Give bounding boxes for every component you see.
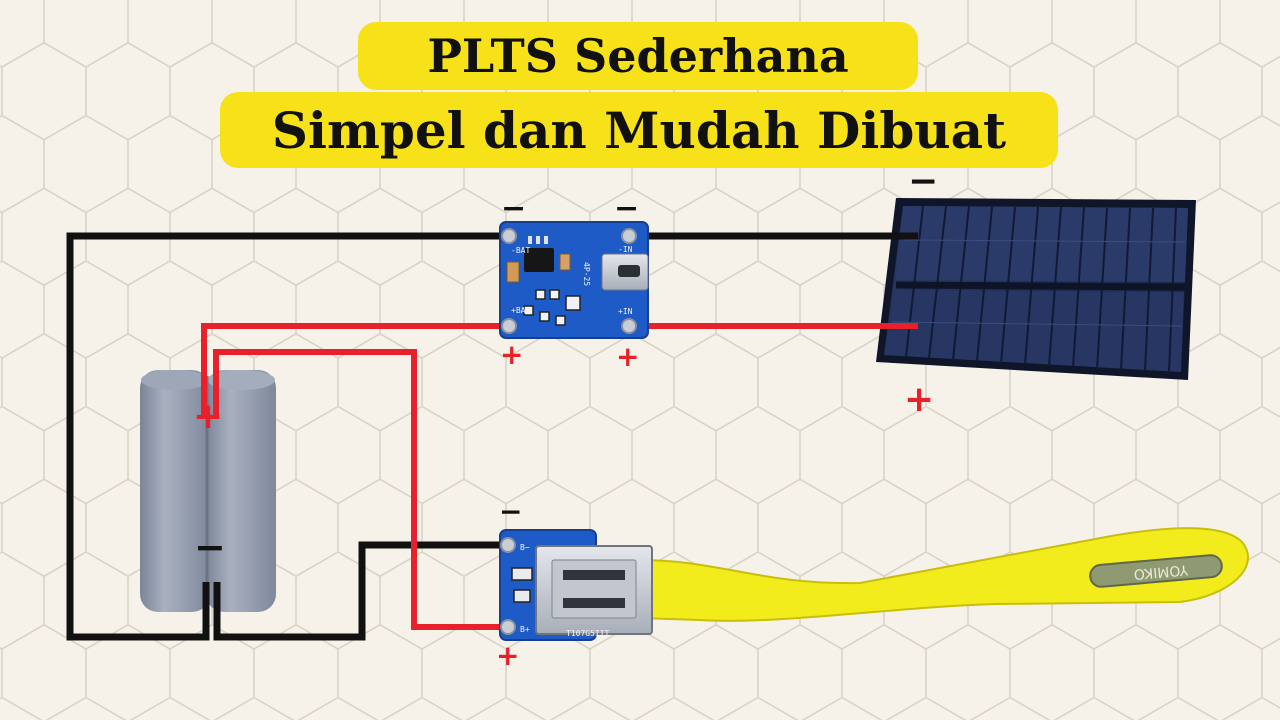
charger-chip-marking: 4P-25 bbox=[582, 262, 591, 286]
charger-pin-bat-minus: -BAT bbox=[511, 246, 530, 255]
polarity-battery-minus: − bbox=[194, 525, 226, 569]
wire-positive-boost bbox=[213, 349, 508, 630]
polarity-boost-plus: + bbox=[496, 639, 519, 672]
wire-positive-battery bbox=[201, 323, 508, 418]
boost-pin-b-minus: B− bbox=[520, 543, 530, 552]
usb-lamp: YOMIKO bbox=[639, 527, 1249, 622]
polarity-charger-bat-minus: − bbox=[501, 191, 526, 226]
polarity-solar-plus: + bbox=[904, 379, 934, 420]
boost-pin-b-plus: B+ bbox=[520, 625, 530, 634]
charger-pin-in-minus: -IN bbox=[618, 245, 633, 254]
polarity-charger-bat-plus: + bbox=[500, 338, 523, 371]
battery-pack bbox=[140, 370, 276, 612]
polarity-boost-minus: − bbox=[499, 495, 522, 528]
charger-pin-in-plus: +IN bbox=[618, 307, 633, 316]
solar-panel bbox=[876, 198, 1196, 380]
charger-module: -BAT +BAT -IN +IN 4P-25 bbox=[499, 221, 649, 339]
lamp-led-strip bbox=[1089, 554, 1223, 588]
charger-pin-bat-plus: +BAT bbox=[511, 306, 530, 315]
boost-module: B− B+ T107G5IIT bbox=[499, 529, 653, 641]
boost-chip-marking: T107G5IIT bbox=[566, 629, 610, 638]
battery-cell-right bbox=[206, 370, 276, 612]
wire-negative-boost bbox=[213, 541, 508, 641]
polarity-charger-in-plus: + bbox=[616, 340, 639, 373]
title-line-2: Simpel dan Mudah Dibuat bbox=[220, 92, 1058, 168]
polarity-charger-in-minus: − bbox=[614, 191, 639, 226]
battery-cell-left bbox=[140, 370, 210, 612]
lamp-brand-label: YOMIKO bbox=[1133, 561, 1190, 582]
title-line-1: PLTS Sederhana bbox=[358, 22, 918, 90]
polarity-battery-plus: + bbox=[193, 396, 223, 437]
